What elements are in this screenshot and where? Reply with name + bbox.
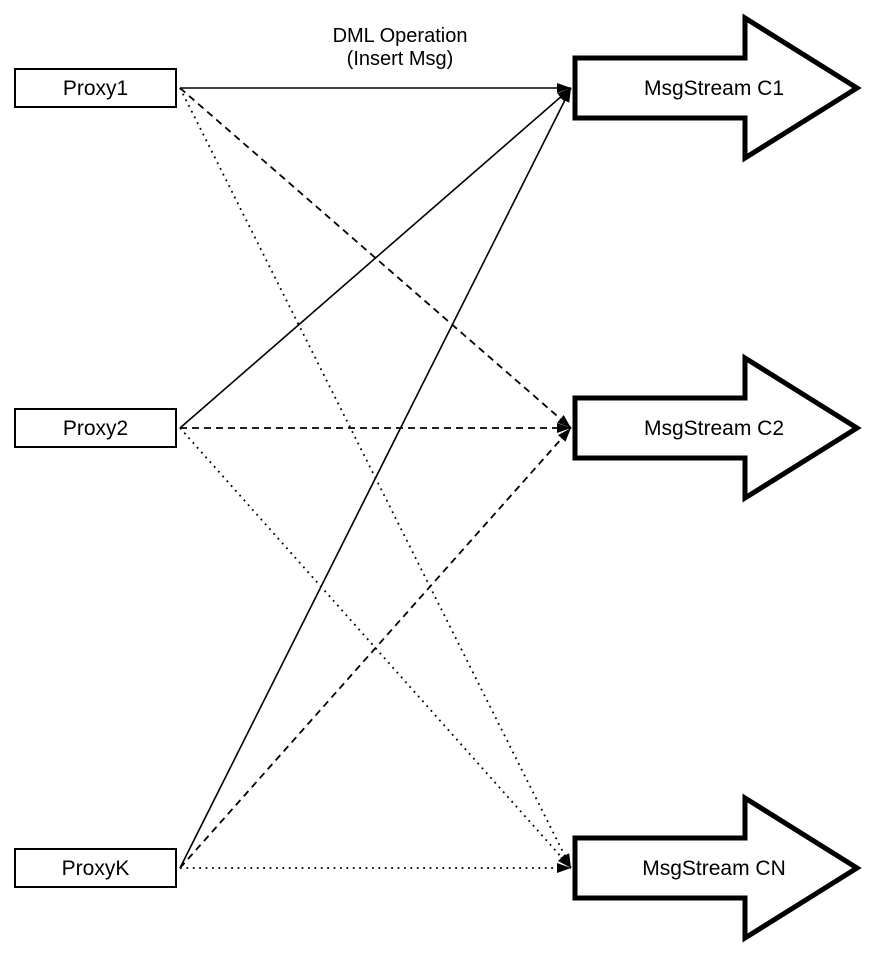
msgstream-cn-arrow-shape	[572, 793, 862, 943]
diagram-title: DML Operation (Insert Msg)	[332, 25, 468, 70]
msgstream-c2-arrow-shape	[572, 353, 862, 503]
edge-proxyk-to-msgstream-c2	[179, 427, 572, 869]
edge-proxy2-to-msgstream-c1	[179, 87, 572, 429]
msgstream-cn-label: MsgStream CN	[642, 857, 786, 880]
proxy1-label: Proxy1	[62, 76, 129, 100]
proxyk-box: ProxyK	[14, 848, 177, 888]
msgstream-c1-arrow-shape	[572, 13, 862, 163]
msgstream-c1-label: MsgStream C1	[643, 77, 785, 100]
proxy2-box: Proxy2	[14, 408, 177, 448]
proxyk-label: ProxyK	[61, 856, 130, 880]
edge-proxy1-to-msgstream-c2	[179, 87, 572, 429]
proxy2-label: Proxy2	[62, 416, 129, 440]
edge-proxy1-to-msgstream-cn	[179, 87, 572, 869]
proxy1-box: Proxy1	[14, 68, 177, 108]
edge-layer	[179, 83, 572, 873]
msgstream-c2-label: MsgStream C2	[643, 417, 785, 440]
